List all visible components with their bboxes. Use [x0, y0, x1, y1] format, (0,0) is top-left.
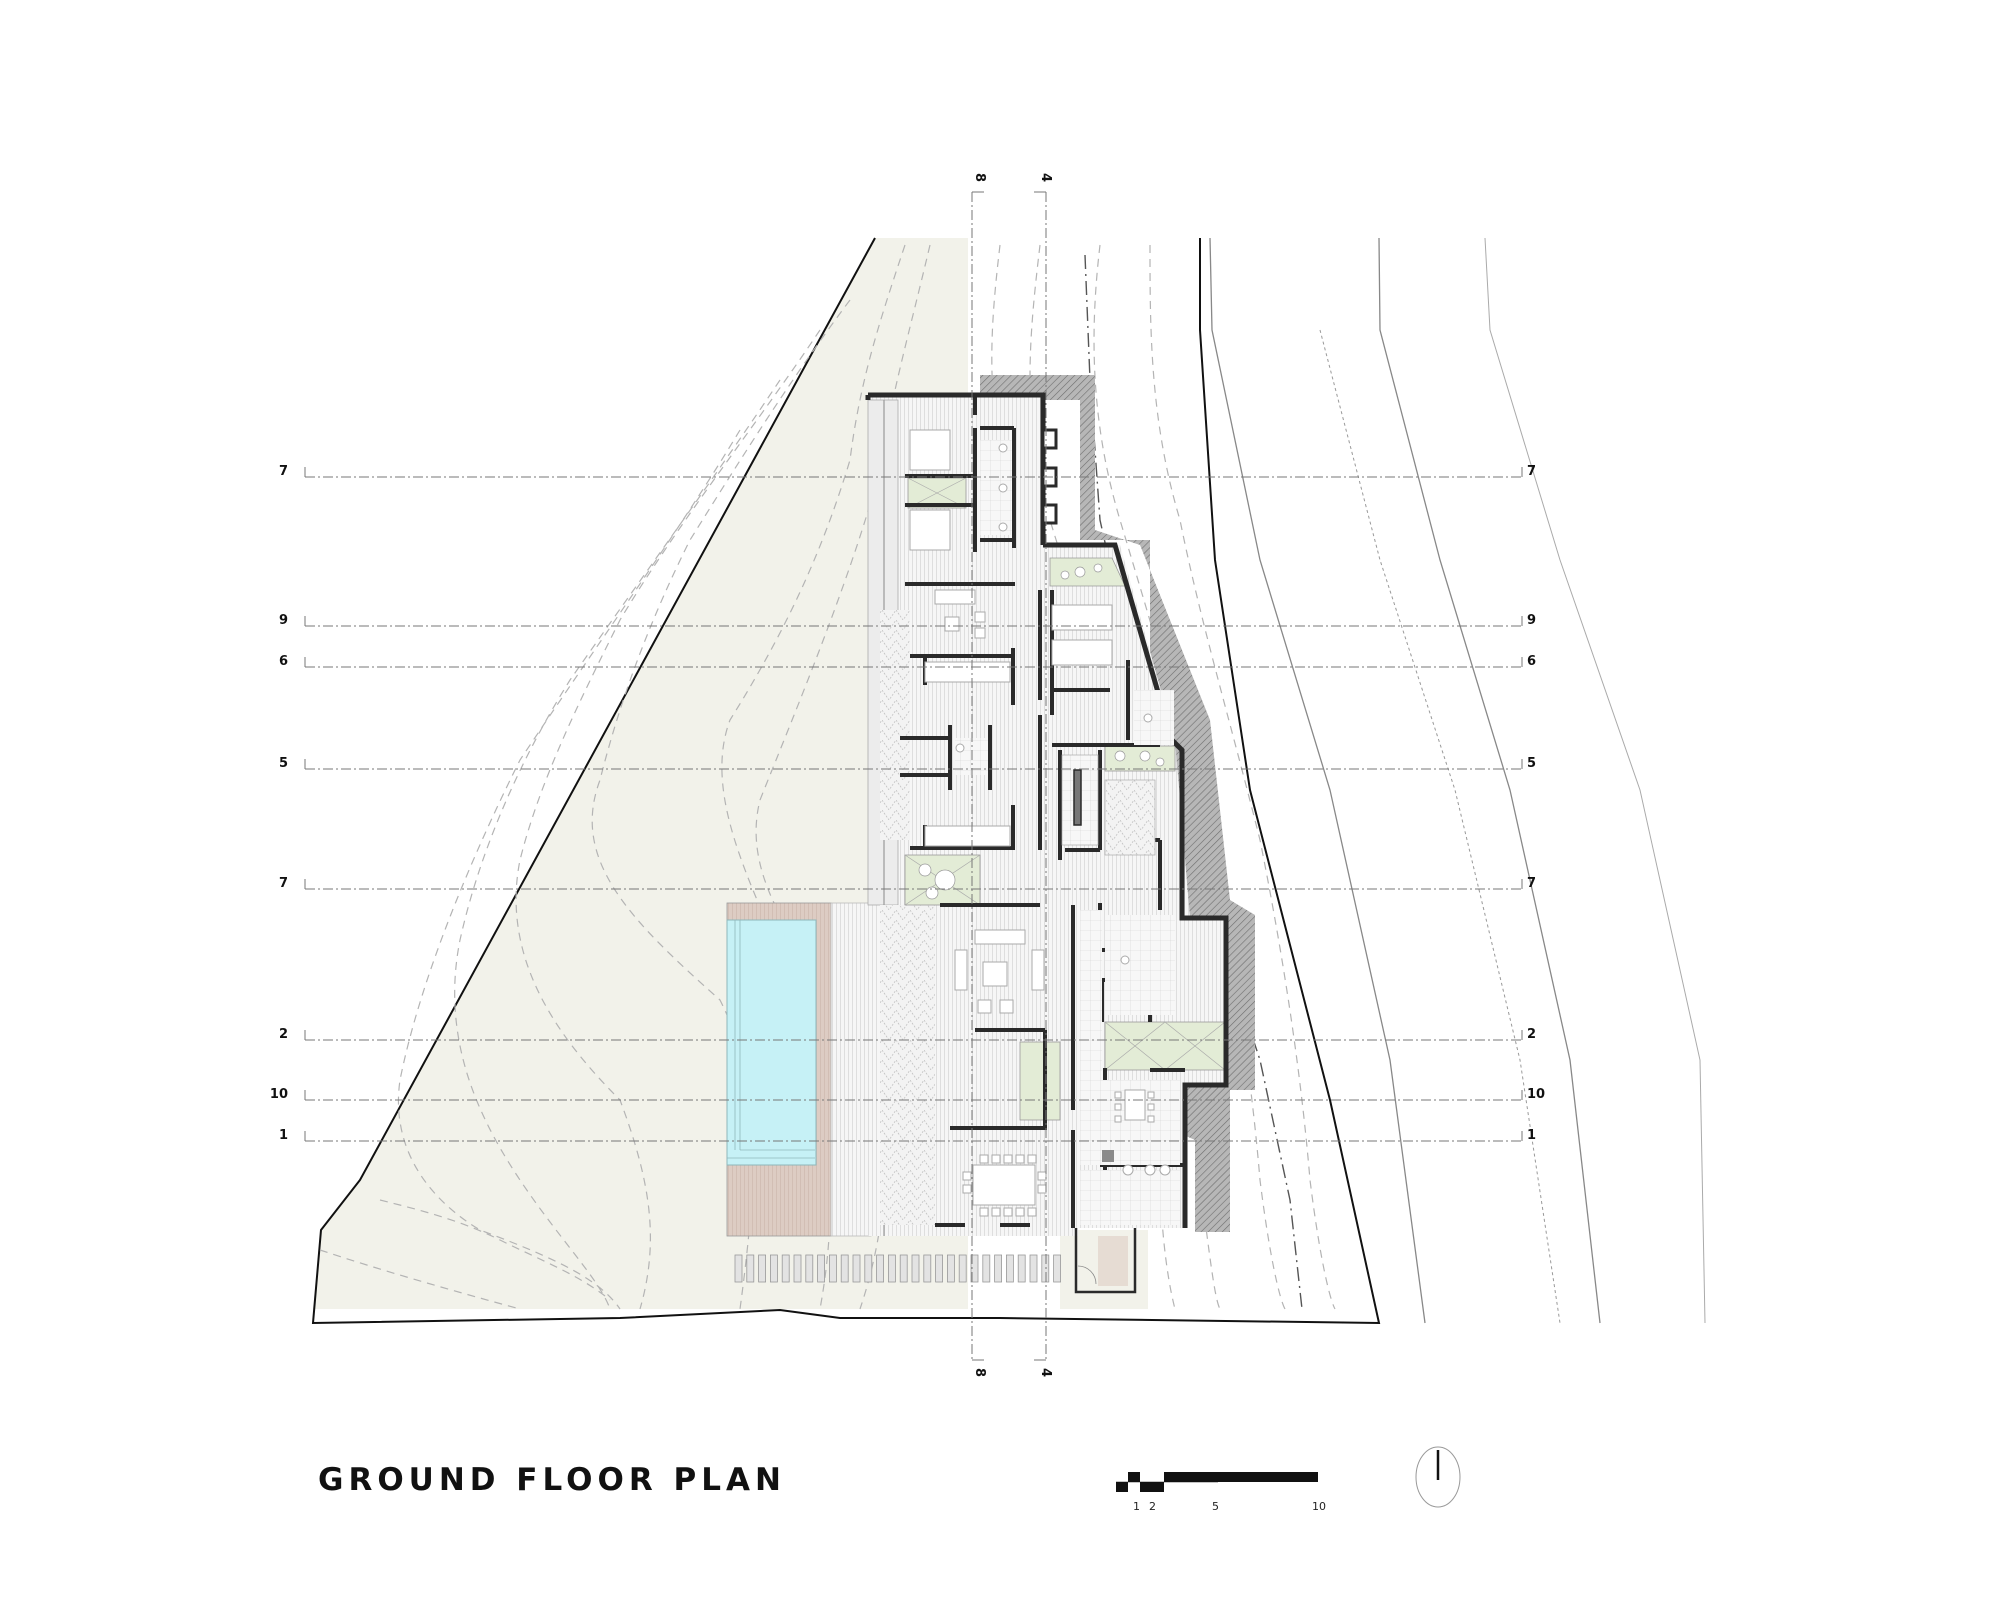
- stepping-stone: [1017, 1254, 1026, 1283]
- kitchen-appliance: [1102, 1150, 1114, 1162]
- scale-label-5: 5: [1212, 1500, 1219, 1513]
- section-label-left: 2: [279, 1027, 288, 1042]
- stepping-stone: [911, 1254, 920, 1283]
- stepping-stone: [888, 1254, 896, 1283]
- section-label-right: 7: [1527, 876, 1536, 891]
- stepping-stone: [970, 1254, 979, 1283]
- scale-label-2: 2: [1149, 1500, 1156, 1513]
- section-label-left: 1: [279, 1128, 288, 1143]
- furniture: [909, 429, 1171, 1217]
- section-label-right: 9: [1527, 613, 1536, 628]
- north-arrow-icon: [1415, 1446, 1461, 1508]
- scale-label-1: 1: [1133, 1500, 1140, 1513]
- stepping-stone: [829, 1254, 837, 1283]
- property-axis-line: [1084, 254, 1303, 1310]
- stepping-stone: [982, 1254, 991, 1283]
- bed: [924, 661, 1011, 683]
- section-label-right: 2: [1527, 1027, 1536, 1042]
- section-label-right: 6: [1527, 654, 1536, 669]
- stepping-stone: [923, 1254, 932, 1283]
- paving-strip-lower: [880, 905, 935, 1225]
- section-label-left: 7: [279, 464, 288, 479]
- stepping-stone: [781, 1254, 790, 1283]
- stepping-stone: [899, 1254, 908, 1283]
- stepping-stone: [1029, 1254, 1038, 1283]
- stepping-stone: [1053, 1254, 1061, 1283]
- stepping-stone: [958, 1254, 967, 1283]
- exterior-walls: [865, 392, 1229, 1228]
- stepping-stone: [817, 1254, 825, 1283]
- stepping-stone: [840, 1254, 849, 1283]
- stepping-stone: [994, 1254, 1002, 1283]
- stepping-stone: [805, 1254, 814, 1283]
- bed: [909, 429, 951, 471]
- stepping-stone: [864, 1254, 873, 1283]
- horizontal-section-lines: 7 7 9 9 6 6 5 5 7 7 2 2 10 10 1 1: [270, 464, 1545, 1143]
- dining-table: [972, 1164, 1036, 1206]
- staircase: [1061, 754, 1156, 856]
- stepping-stone: [876, 1254, 884, 1283]
- section-label-left: 5: [279, 756, 288, 771]
- section-label-bottom: 4: [1038, 1368, 1053, 1377]
- section-label-left: 6: [279, 654, 288, 669]
- section-label-bottom: 8: [972, 1368, 987, 1377]
- stepping-stone: [770, 1254, 778, 1283]
- entrance-porch: [1074, 1228, 1137, 1294]
- section-label-top: 8: [972, 173, 987, 182]
- stepping-stone: [852, 1254, 861, 1283]
- drawing-title: GROUND FLOOR PLAN: [318, 1462, 786, 1498]
- stepping-stones: [734, 1254, 1061, 1283]
- paving-strip-upper: [880, 610, 910, 840]
- bed: [1051, 639, 1113, 666]
- site-boundary-line: [311, 237, 1381, 1325]
- stepping-stone: [1041, 1254, 1050, 1283]
- stepping-stone: [793, 1254, 802, 1283]
- section-label-left: 7: [279, 876, 288, 891]
- vertical-section-lines: 8 8 4 4: [971, 173, 1053, 1377]
- swimming-pool: [726, 919, 817, 1166]
- bed: [924, 825, 1011, 847]
- stepping-stone: [746, 1254, 755, 1283]
- section-label-right: 10: [1527, 1087, 1545, 1102]
- bathroom-tiles: [955, 440, 1180, 1225]
- bed: [909, 509, 951, 551]
- road-edge-lines: [1209, 237, 1706, 1324]
- stepping-stone: [1006, 1254, 1014, 1283]
- stepping-stone: [947, 1254, 955, 1283]
- scale-bar: 1 2 5 10: [1116, 1472, 1326, 1513]
- section-label-top: 4: [1038, 173, 1053, 182]
- stepping-stone: [758, 1254, 766, 1283]
- section-label-left: 9: [279, 613, 288, 628]
- section-label-right: 1: [1527, 1128, 1536, 1143]
- courtyards: [904, 477, 1226, 1121]
- section-label-left: 10: [270, 1087, 288, 1102]
- section-label-right: 5: [1527, 756, 1536, 771]
- stepping-stone: [734, 1254, 743, 1283]
- terrace-strip: [830, 902, 872, 1237]
- section-label-right: 7: [1527, 464, 1536, 479]
- stepping-stone: [935, 1254, 943, 1283]
- scale-label-10: 10: [1312, 1500, 1326, 1513]
